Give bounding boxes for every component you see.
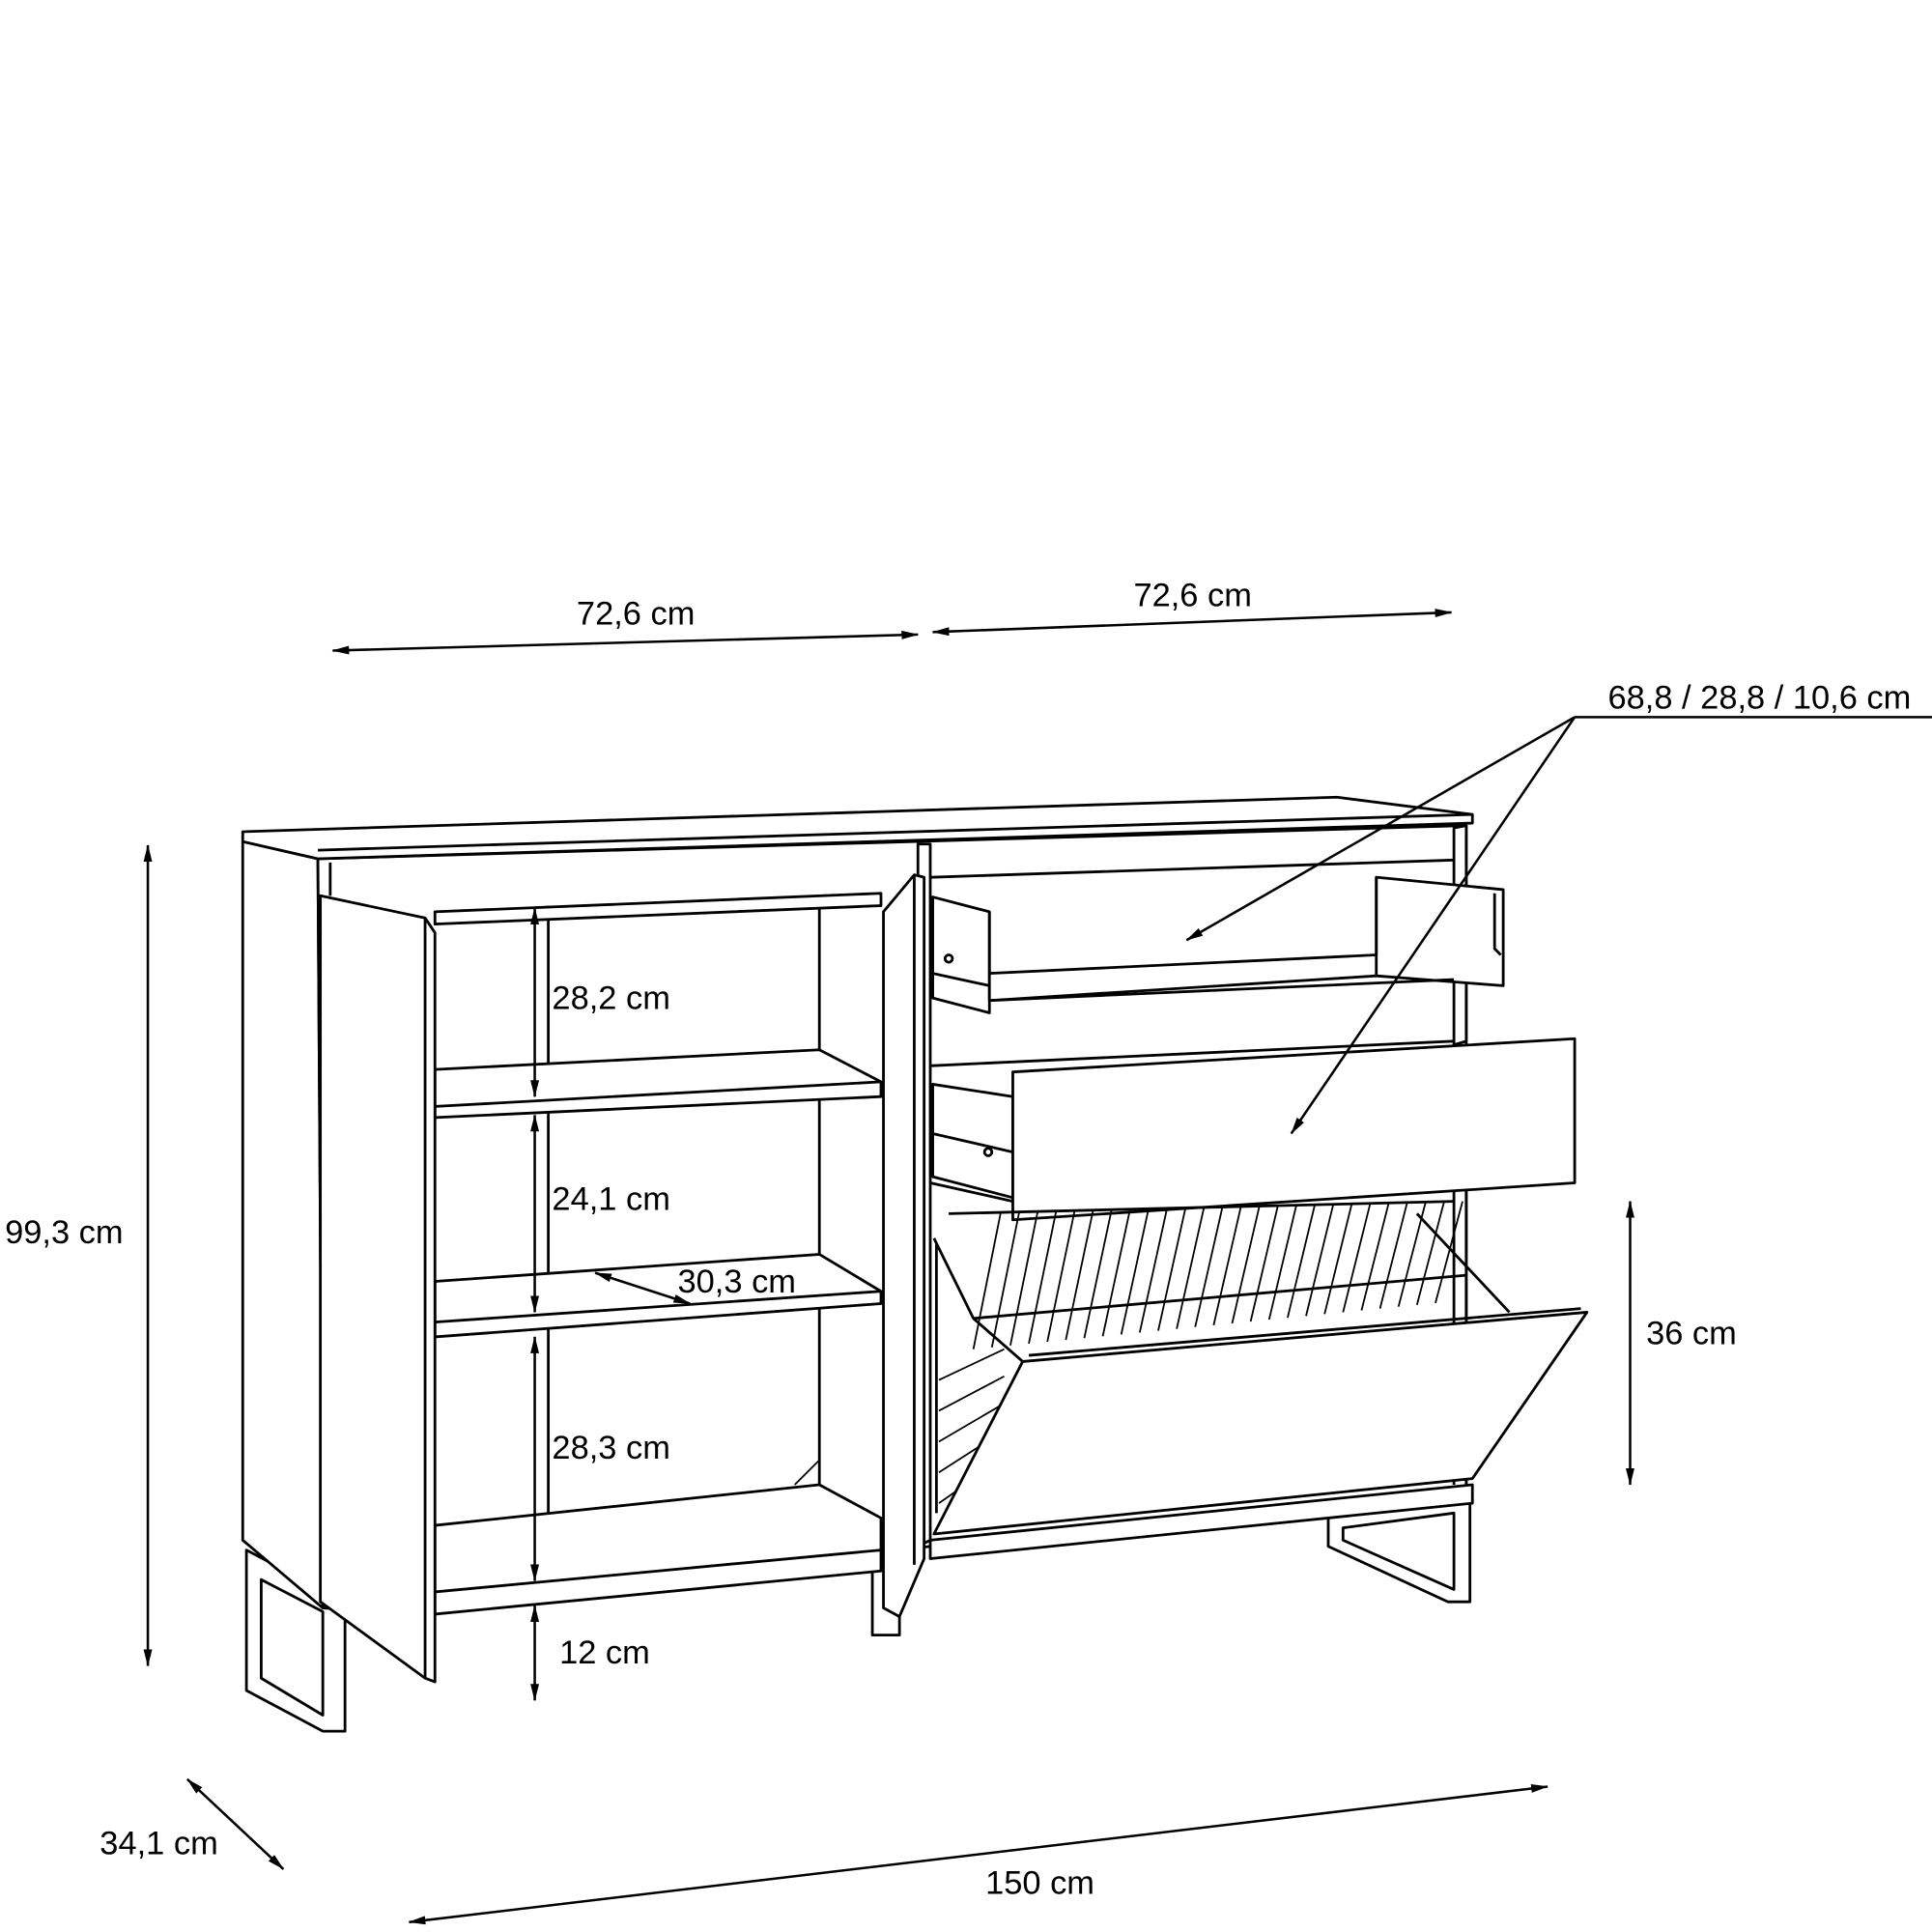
rack-wire — [1342, 1203, 1372, 1313]
rack-wire — [1378, 1202, 1408, 1309]
rack-wire — [1194, 1208, 1224, 1327]
rack-wire — [1083, 1210, 1113, 1339]
rack-wire — [1287, 1205, 1316, 1319]
rack-wire — [972, 1213, 1002, 1350]
middle-door — [882, 873, 926, 1618]
shelf-top-label: 28,2 cm — [552, 980, 669, 1017]
rack-wire — [1267, 1206, 1297, 1321]
rack-wire — [1212, 1207, 1242, 1326]
rack-wire — [938, 1348, 1005, 1381]
left-door — [319, 894, 437, 1684]
bottom-plinth — [928, 1483, 1474, 1560]
top-drawer — [931, 875, 1505, 1014]
rack-wire — [990, 1212, 1020, 1348]
rack-wire — [938, 1403, 1005, 1443]
shelf-depth-label: 30,3 cm — [678, 1264, 796, 1300]
dimension-labels: 72,6 cm 72,6 cm 68,8 / 28,8 / 10,6 cm 99… — [5, 578, 1911, 1902]
flap-height-label: 36 cm — [1646, 1316, 1737, 1352]
rack-wire — [1415, 1201, 1445, 1305]
right-width-label: 72,6 cm — [1133, 578, 1251, 614]
drawer-inner-label: 68,8 / 28,8 / 10,6 cm — [1608, 679, 1912, 716]
shelf-middle-label: 24,1 cm — [552, 1181, 669, 1218]
shelves — [433, 892, 883, 1616]
shelf-bottom-label: 28,3 cm — [552, 1430, 669, 1466]
rack-wire — [1360, 1203, 1390, 1311]
dimension-lines — [143, 609, 1932, 1925]
rack-wire — [1065, 1210, 1094, 1341]
sideboard-body — [241, 795, 1589, 1733]
rack-wire — [1046, 1211, 1076, 1343]
left-side-panel — [241, 839, 325, 1609]
rack-wire — [1101, 1209, 1131, 1337]
rack-wire — [1305, 1204, 1334, 1317]
total-height-label: 99,3 cm — [5, 1214, 123, 1251]
rack-wire — [1157, 1208, 1186, 1331]
rack-wire — [1176, 1208, 1206, 1329]
rack-wire — [1138, 1208, 1168, 1333]
left-width-label: 72,6 cm — [577, 596, 695, 633]
shoe-flap — [932, 1311, 1589, 1536]
shoe-rack — [932, 1200, 1511, 1514]
rack-wire — [1231, 1207, 1261, 1324]
rack-wire — [938, 1375, 1005, 1412]
total-width-label: 150 cm — [985, 1864, 1094, 1901]
rack-wire — [1028, 1211, 1057, 1345]
rack-wire — [1397, 1202, 1427, 1307]
rack-wire — [1120, 1209, 1150, 1335]
rack-wire — [1009, 1212, 1038, 1347]
rack-wire — [1323, 1204, 1353, 1315]
depth-label: 34,1 cm — [99, 1826, 217, 1862]
rack-wire — [1435, 1201, 1463, 1304]
rack-wire — [1249, 1206, 1279, 1322]
leg-height-label: 12 cm — [559, 1634, 650, 1671]
